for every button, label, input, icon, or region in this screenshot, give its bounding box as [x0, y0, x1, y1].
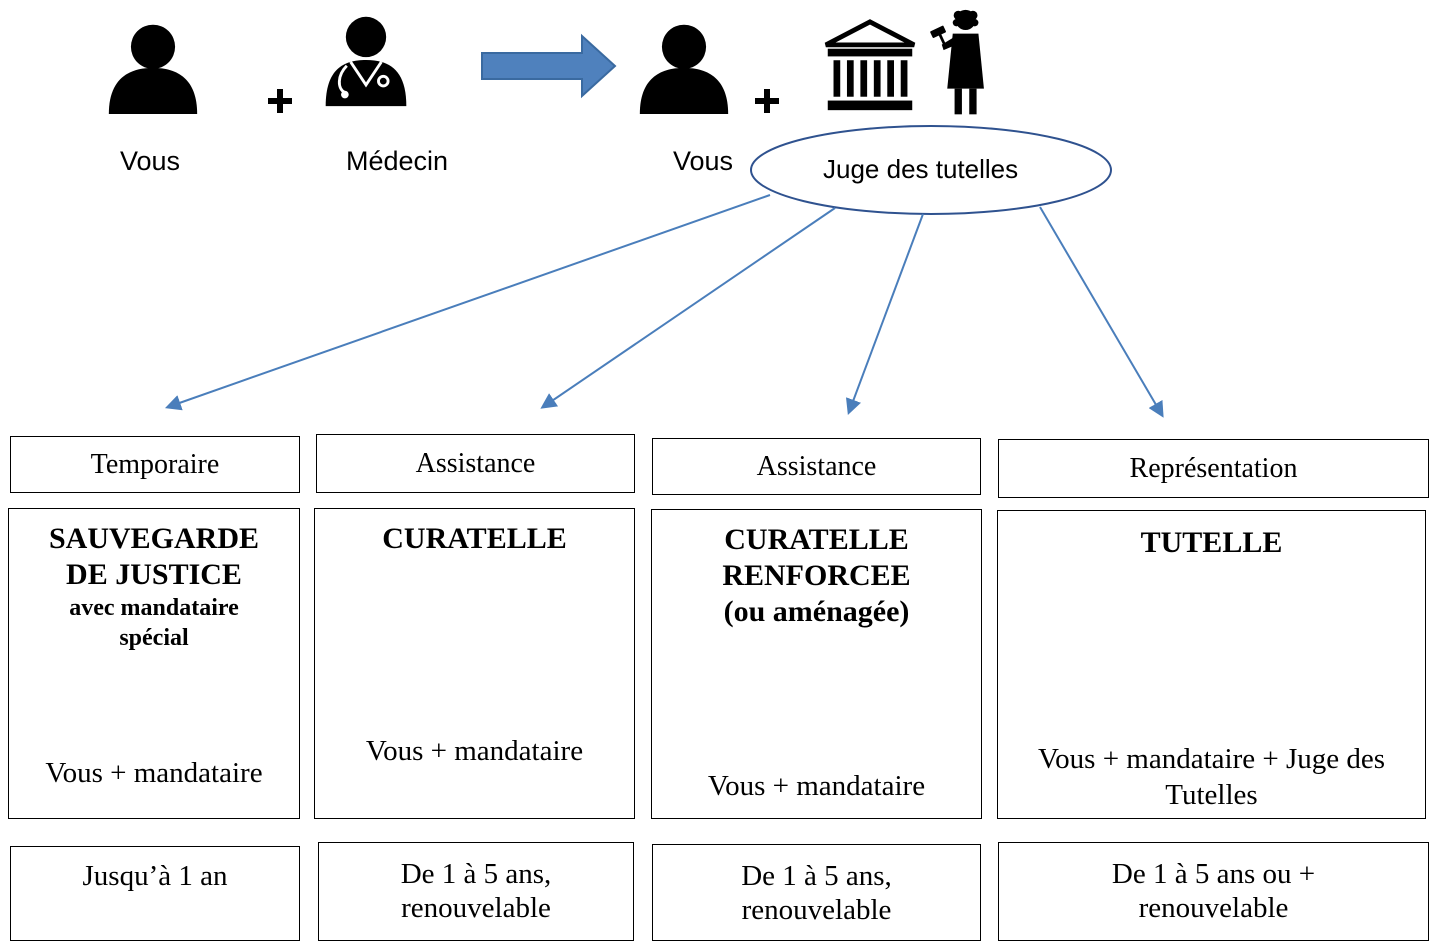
caption-line: Vous + mandataire + Juge des	[1037, 743, 1386, 775]
judge-ellipse	[750, 125, 1112, 215]
duration-box-col-2: De 1 à 5 ans, renouvelable	[318, 842, 634, 941]
person-icon	[639, 24, 729, 114]
header-label: Temporaire	[90, 448, 220, 480]
measure-title: CURATELLE	[382, 522, 567, 555]
duration-text: renouvelable	[741, 894, 892, 926]
court-building-icon	[826, 22, 914, 110]
header-col-2: Assistance	[316, 434, 635, 493]
you-label: Vous	[120, 146, 181, 176]
header-col-1: Temporaire	[10, 436, 300, 493]
measure-box-col-4: TUTELLE Vous + mandataire + Juge des Tut…	[997, 510, 1426, 819]
header-col-4: Représentation	[998, 439, 1429, 498]
duration-text: De 1 à 5 ans,	[400, 858, 552, 890]
doctor-label: Médecin	[346, 146, 449, 176]
duration-text: De 1 à 5 ans,	[741, 860, 892, 892]
measure-caption: Vous + mandataire	[707, 770, 926, 802]
duration-box-col-4: De 1 à 5 ans ou + renouvelable	[998, 842, 1429, 941]
measure-subtitle: spécial	[119, 625, 189, 651]
judge-icon	[929, 9, 984, 115]
judge-label: Juge des tutelles	[823, 154, 1019, 184]
arrow-to-col-3	[845, 213, 924, 415]
header-label: Assistance	[415, 447, 536, 479]
branch-arrows	[164, 194, 1164, 418]
header-col-3: Assistance	[652, 438, 981, 495]
measure-caption: Vous + mandataire	[45, 757, 263, 789]
duration-box-col-3: De 1 à 5 ans, renouvelable	[652, 844, 981, 941]
plus-icon	[755, 89, 779, 113]
arrow-to-col-1	[164, 194, 771, 411]
arrow-right-icon	[481, 33, 617, 99]
plus-icon	[268, 89, 292, 113]
duration-text: renouvelable	[401, 892, 551, 924]
person-icon	[108, 24, 198, 114]
header-label: Assistance	[756, 450, 877, 482]
measure-box-col-2: CURATELLE Vous + mandataire	[314, 508, 635, 819]
measure-subtitle: avec mandataire	[69, 595, 239, 621]
measure-title: SAUVEGARDE	[48, 522, 260, 555]
caption-line: Tutelles	[1165, 779, 1258, 811]
header-label: Représentation	[1129, 452, 1298, 484]
measure-caption: Vous + mandataire	[365, 735, 584, 767]
arrow-to-col-2	[540, 207, 836, 409]
measure-title: DE JUSTICE	[66, 558, 242, 591]
doctor-icon	[324, 15, 408, 108]
duration-text: De 1 à 5 ans ou +	[1111, 858, 1316, 890]
measure-box-col-3: CURATELLE RENFORCEE (ou aménagée) Vous +…	[651, 509, 982, 819]
duration-text: renouvelable	[1138, 892, 1289, 924]
measure-box-col-1: SAUVEGARDE DE JUSTICE avec mandataire sp…	[8, 508, 300, 819]
arrow-to-col-4	[1039, 206, 1164, 418]
duration-text: Jusqu’à 1 an	[82, 860, 228, 892]
measure-title: TUTELLE	[1140, 526, 1283, 559]
you-label-2: Vous	[673, 146, 734, 176]
measure-title: RENFORCEE	[722, 559, 911, 592]
measure-title: CURATELLE	[724, 523, 909, 556]
measure-caption: Vous + mandataire + Juge des Tutelles	[998, 741, 1425, 813]
measure-title: (ou aménagée)	[723, 595, 910, 628]
duration-box-col-1: Jusqu’à 1 an	[10, 846, 300, 941]
